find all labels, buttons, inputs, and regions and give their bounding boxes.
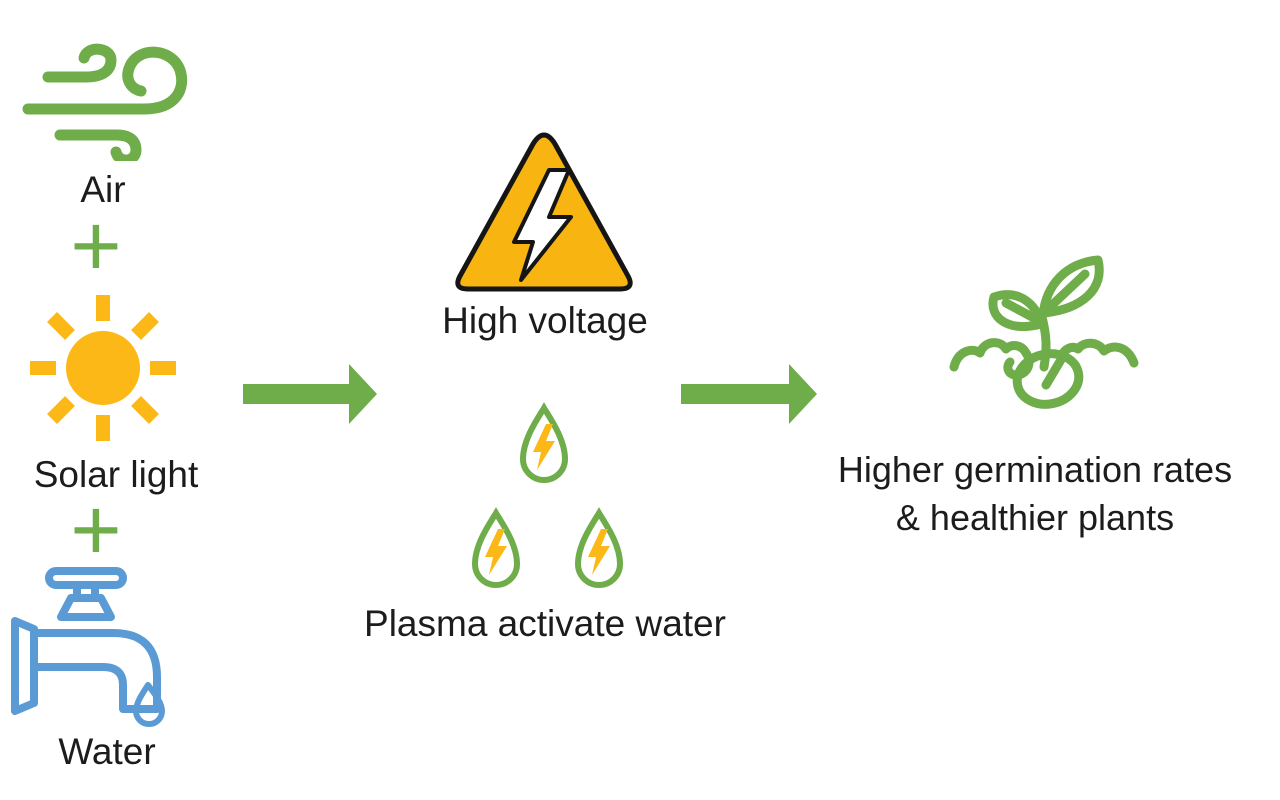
plasma-droplet-icon xyxy=(515,402,573,488)
solar-light-label: Solar light xyxy=(33,454,199,495)
outcome-line-1: Higher germination rates xyxy=(837,449,1233,490)
water-tap-icon xyxy=(7,563,177,735)
seedling-icon xyxy=(948,245,1140,413)
high-voltage-warning-icon xyxy=(447,130,641,298)
wind-icon xyxy=(20,33,190,161)
plus-icon: + xyxy=(70,196,122,295)
water-label: Water xyxy=(58,731,156,772)
air-label: Air xyxy=(80,169,126,210)
plasma-water-label: Plasma activate water xyxy=(364,603,726,644)
arrow-right-icon xyxy=(243,364,377,424)
plasma-droplet-icon xyxy=(467,507,525,593)
arrow-right-icon xyxy=(681,364,817,424)
high-voltage-label: High voltage xyxy=(442,300,648,341)
outcome-label: Higher germination rates & healthier pla… xyxy=(810,446,1260,542)
sun-icon xyxy=(28,293,178,443)
plasma-droplet-icon xyxy=(570,507,628,593)
plus-icon: + xyxy=(70,480,122,579)
outcome-line-2: & healthier plants xyxy=(895,497,1175,538)
